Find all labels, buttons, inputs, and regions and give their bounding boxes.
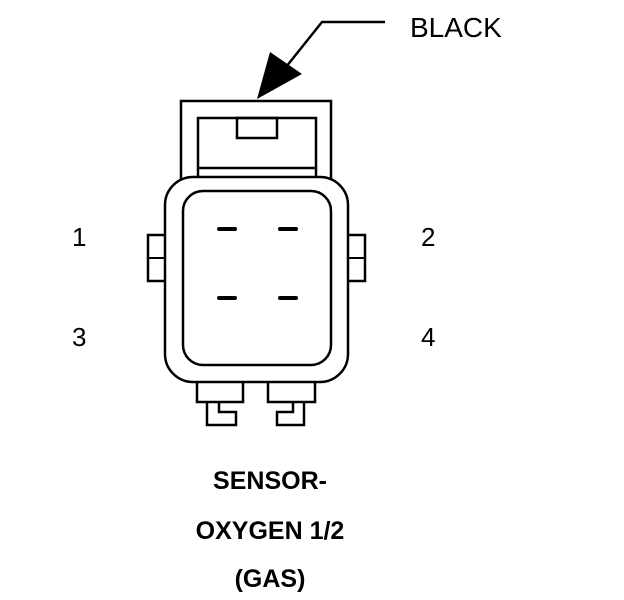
pin-label-1: 1 <box>72 222 87 252</box>
pin-label-3: 3 <box>72 322 87 352</box>
pin-label-4: 4 <box>421 322 436 352</box>
caption-line-1: SENSOR- <box>213 467 327 495</box>
wire-color-label: BLACK <box>410 12 502 43</box>
terminal-slots <box>217 227 298 300</box>
caption-line-3: (GAS) <box>234 565 306 593</box>
connector-feet <box>195 382 317 427</box>
pin-label-2: 2 <box>421 222 436 252</box>
callout-leader <box>257 20 385 99</box>
callout-arrowhead <box>257 52 302 99</box>
caption-line-2: OXYGEN 1/2 <box>195 517 345 545</box>
connector-latch <box>179 99 333 190</box>
connector-cavity <box>181 189 333 367</box>
